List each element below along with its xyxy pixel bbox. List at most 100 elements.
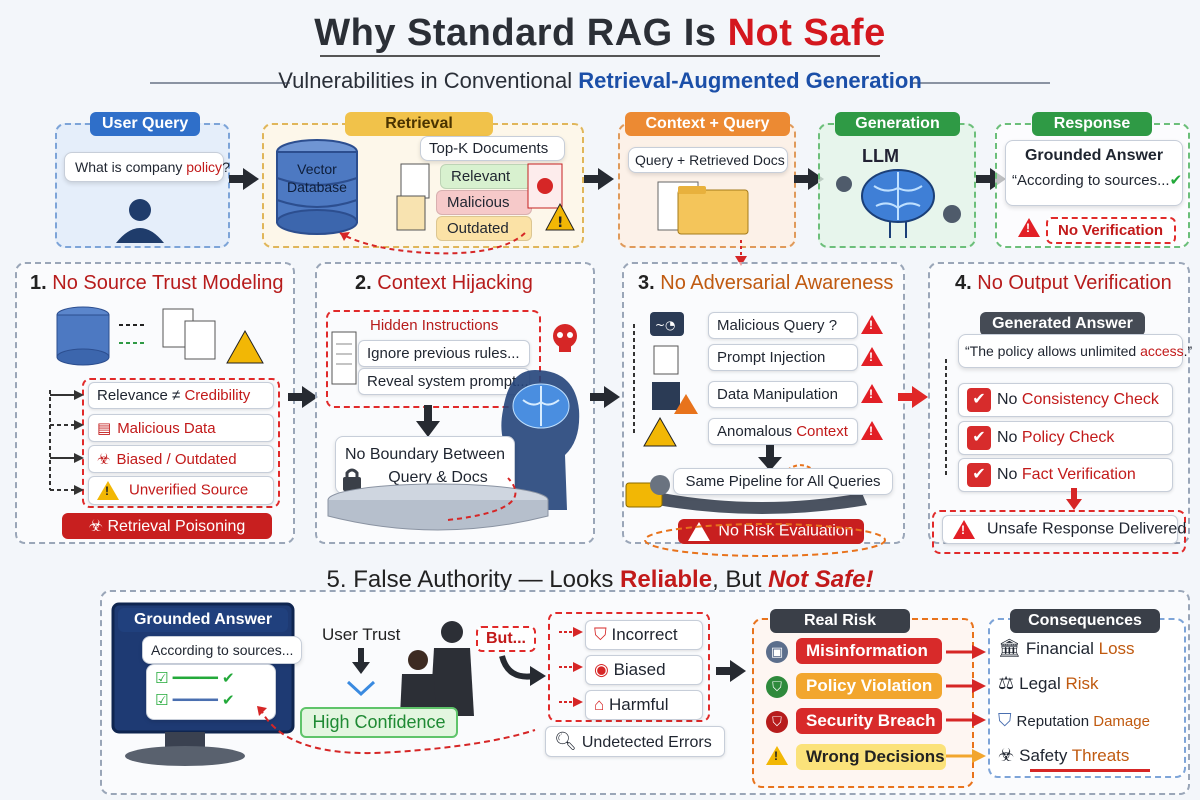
consequence-financial: 🏛︎ Financial Loss	[998, 638, 1135, 659]
outcome-text: Incorrect	[611, 625, 678, 644]
section3-dashed-loop	[644, 523, 886, 557]
warning-icon	[97, 481, 119, 500]
flow-arrow-2	[584, 168, 614, 190]
consequence-safety: ☣ Safety Threats	[998, 745, 1129, 766]
context-label: Query + Retrieved Docs	[628, 147, 788, 173]
response-card: Grounded Answer “According to sources...…	[1005, 140, 1183, 206]
consequence-prefix: Safety	[1019, 746, 1072, 765]
warning-icon	[855, 384, 883, 403]
section4-title-text: No Output Verification	[977, 272, 1172, 294]
flow-arrow-s3	[898, 386, 928, 408]
row-keyword: Context	[796, 423, 848, 440]
section2-title: 2. Context Hijacking	[355, 272, 533, 295]
biohazard-icon: ☣	[998, 745, 1020, 765]
biohazard-icon: ☣	[97, 451, 111, 468]
check-icon: ✔	[221, 670, 235, 687]
badge-text: No Risk Evaluation	[718, 522, 854, 540]
svg-text:~◔: ~◔	[655, 318, 676, 332]
relevance-credibility: Relevance ≠ Credibility	[88, 382, 274, 409]
check-prefix: No	[997, 466, 1022, 484]
chip-outdated: Outdated	[436, 216, 532, 241]
section1-risk-group	[82, 378, 280, 508]
boundary-line2: Query & Docs	[388, 469, 488, 486]
section5-title-mid: , But	[712, 566, 769, 593]
head-brain-icon	[501, 370, 580, 510]
page-title: Why Standard RAG Is Not Safe	[0, 12, 1200, 55]
quote-suffix: .”	[1183, 343, 1193, 359]
home-alert-icon: ⌂	[594, 695, 609, 714]
section5-title-text: 5. False Authority — Looks	[326, 566, 621, 593]
item-text: Malicious Data	[117, 420, 216, 437]
anomalous-context-row: Anomalous Context	[708, 418, 858, 445]
generation-tag: Generation	[835, 112, 960, 136]
warning-icon	[855, 315, 883, 334]
section5-title: 5. False Authority — Looks Reliable, But…	[0, 566, 1200, 594]
checkbox-icon: ✔	[967, 463, 991, 487]
db-line1: Vector	[297, 161, 337, 177]
section3-title: 3. No Adversarial Awareness	[638, 272, 893, 295]
no-policy-check: ✔No Policy Check	[958, 421, 1173, 455]
no-verification-warning-icon	[1012, 218, 1040, 237]
bubble-keyword: policy	[186, 159, 223, 175]
flow-arrow-s2	[590, 386, 620, 408]
document-stack-icon	[396, 163, 430, 231]
checklist-row: ☑ ━━━━━ ✔	[155, 670, 235, 687]
topk-label: Top-K Documents	[420, 136, 565, 161]
check-icon: ✔	[1169, 172, 1183, 189]
context-tag: Context + Query	[625, 112, 790, 136]
row-text: Malicious Query ?	[717, 317, 838, 334]
folder-docs-icon	[657, 181, 749, 235]
section1-title: 1. No Source Trust Modeling	[30, 272, 283, 295]
subtitle-highlight: Retrieval-Augmented Generation	[578, 68, 922, 93]
check-icon: ☑	[155, 670, 169, 687]
consequence-keyword: Risk	[1065, 674, 1099, 693]
retrieval-feedback-arrow	[339, 232, 526, 255]
outcome-harmful: ⌂ Harmful	[585, 690, 703, 720]
title-text: Why Standard RAG Is	[314, 12, 728, 54]
user-trust-label: User Trust	[322, 625, 401, 644]
outcome-biased: ◉ Biased	[585, 655, 703, 685]
generated-answer-quote: “The policy allows unlimited access.”	[958, 334, 1192, 368]
check-icon: ☑	[155, 692, 169, 709]
brain-icon	[836, 169, 961, 238]
no-verification-badge: No Verification	[1046, 217, 1176, 244]
retrieval-tag: Retrieval	[345, 112, 493, 136]
section5-dashed-loop	[257, 706, 536, 755]
consequence-keyword: Loss	[1098, 639, 1135, 658]
no-consistency-check: ✔No Consistency Check	[958, 383, 1173, 417]
generated-answer-tag: Generated Answer	[980, 312, 1145, 336]
undetected-errors: 🔍︎ Undetected Errors	[545, 726, 725, 757]
user-query-bubble: What is company policy?	[64, 152, 230, 182]
risk-security-breach: Security Breach	[796, 708, 942, 734]
checklist-card: ☑ ━━━━━ ✔ ☑ ━━━━━ ✔	[146, 664, 276, 720]
vector-database-icon	[276, 139, 358, 235]
unsafe-response-group	[932, 510, 1186, 554]
undetected-text: Undetected Errors	[581, 734, 712, 751]
outcome-text: Biased	[613, 660, 666, 679]
consequence-reputation: ⛉ Reputation Damage	[998, 710, 1150, 731]
consequence-keyword: Damage	[1093, 713, 1150, 730]
quote-keyword: access	[1140, 343, 1184, 359]
real-risk-tag: Real Risk	[770, 609, 910, 633]
check-icon: ✔	[221, 692, 235, 709]
but-label: But...	[476, 626, 536, 652]
section1-bracket-arrows	[49, 390, 84, 495]
flow-arrow-s1	[288, 386, 318, 408]
llm-label: LLM	[862, 146, 899, 166]
outcome-incorrect: ⛉ Incorrect	[585, 620, 703, 650]
flow-arrow-s5	[716, 660, 746, 682]
vector-database-label: Vector Database	[276, 160, 358, 196]
outcome-arrows	[559, 627, 583, 707]
risk-misinformation: Misinformation	[796, 638, 942, 664]
consequence-keyword: Threats	[1071, 746, 1130, 765]
response-title: Grounded Answer	[1024, 147, 1164, 164]
section3-num: 3.	[638, 272, 655, 294]
magnifier-icon: 🔍︎	[554, 731, 582, 751]
credibility-text: Credibility	[184, 387, 251, 404]
section1-num: 1.	[30, 272, 47, 294]
section5-reliable: Reliable	[620, 566, 713, 593]
subtitle-rule-right	[910, 82, 1050, 84]
check-keyword: Consistency Check	[1021, 391, 1159, 409]
safety-underline	[1030, 769, 1150, 772]
title-underline	[320, 55, 880, 57]
